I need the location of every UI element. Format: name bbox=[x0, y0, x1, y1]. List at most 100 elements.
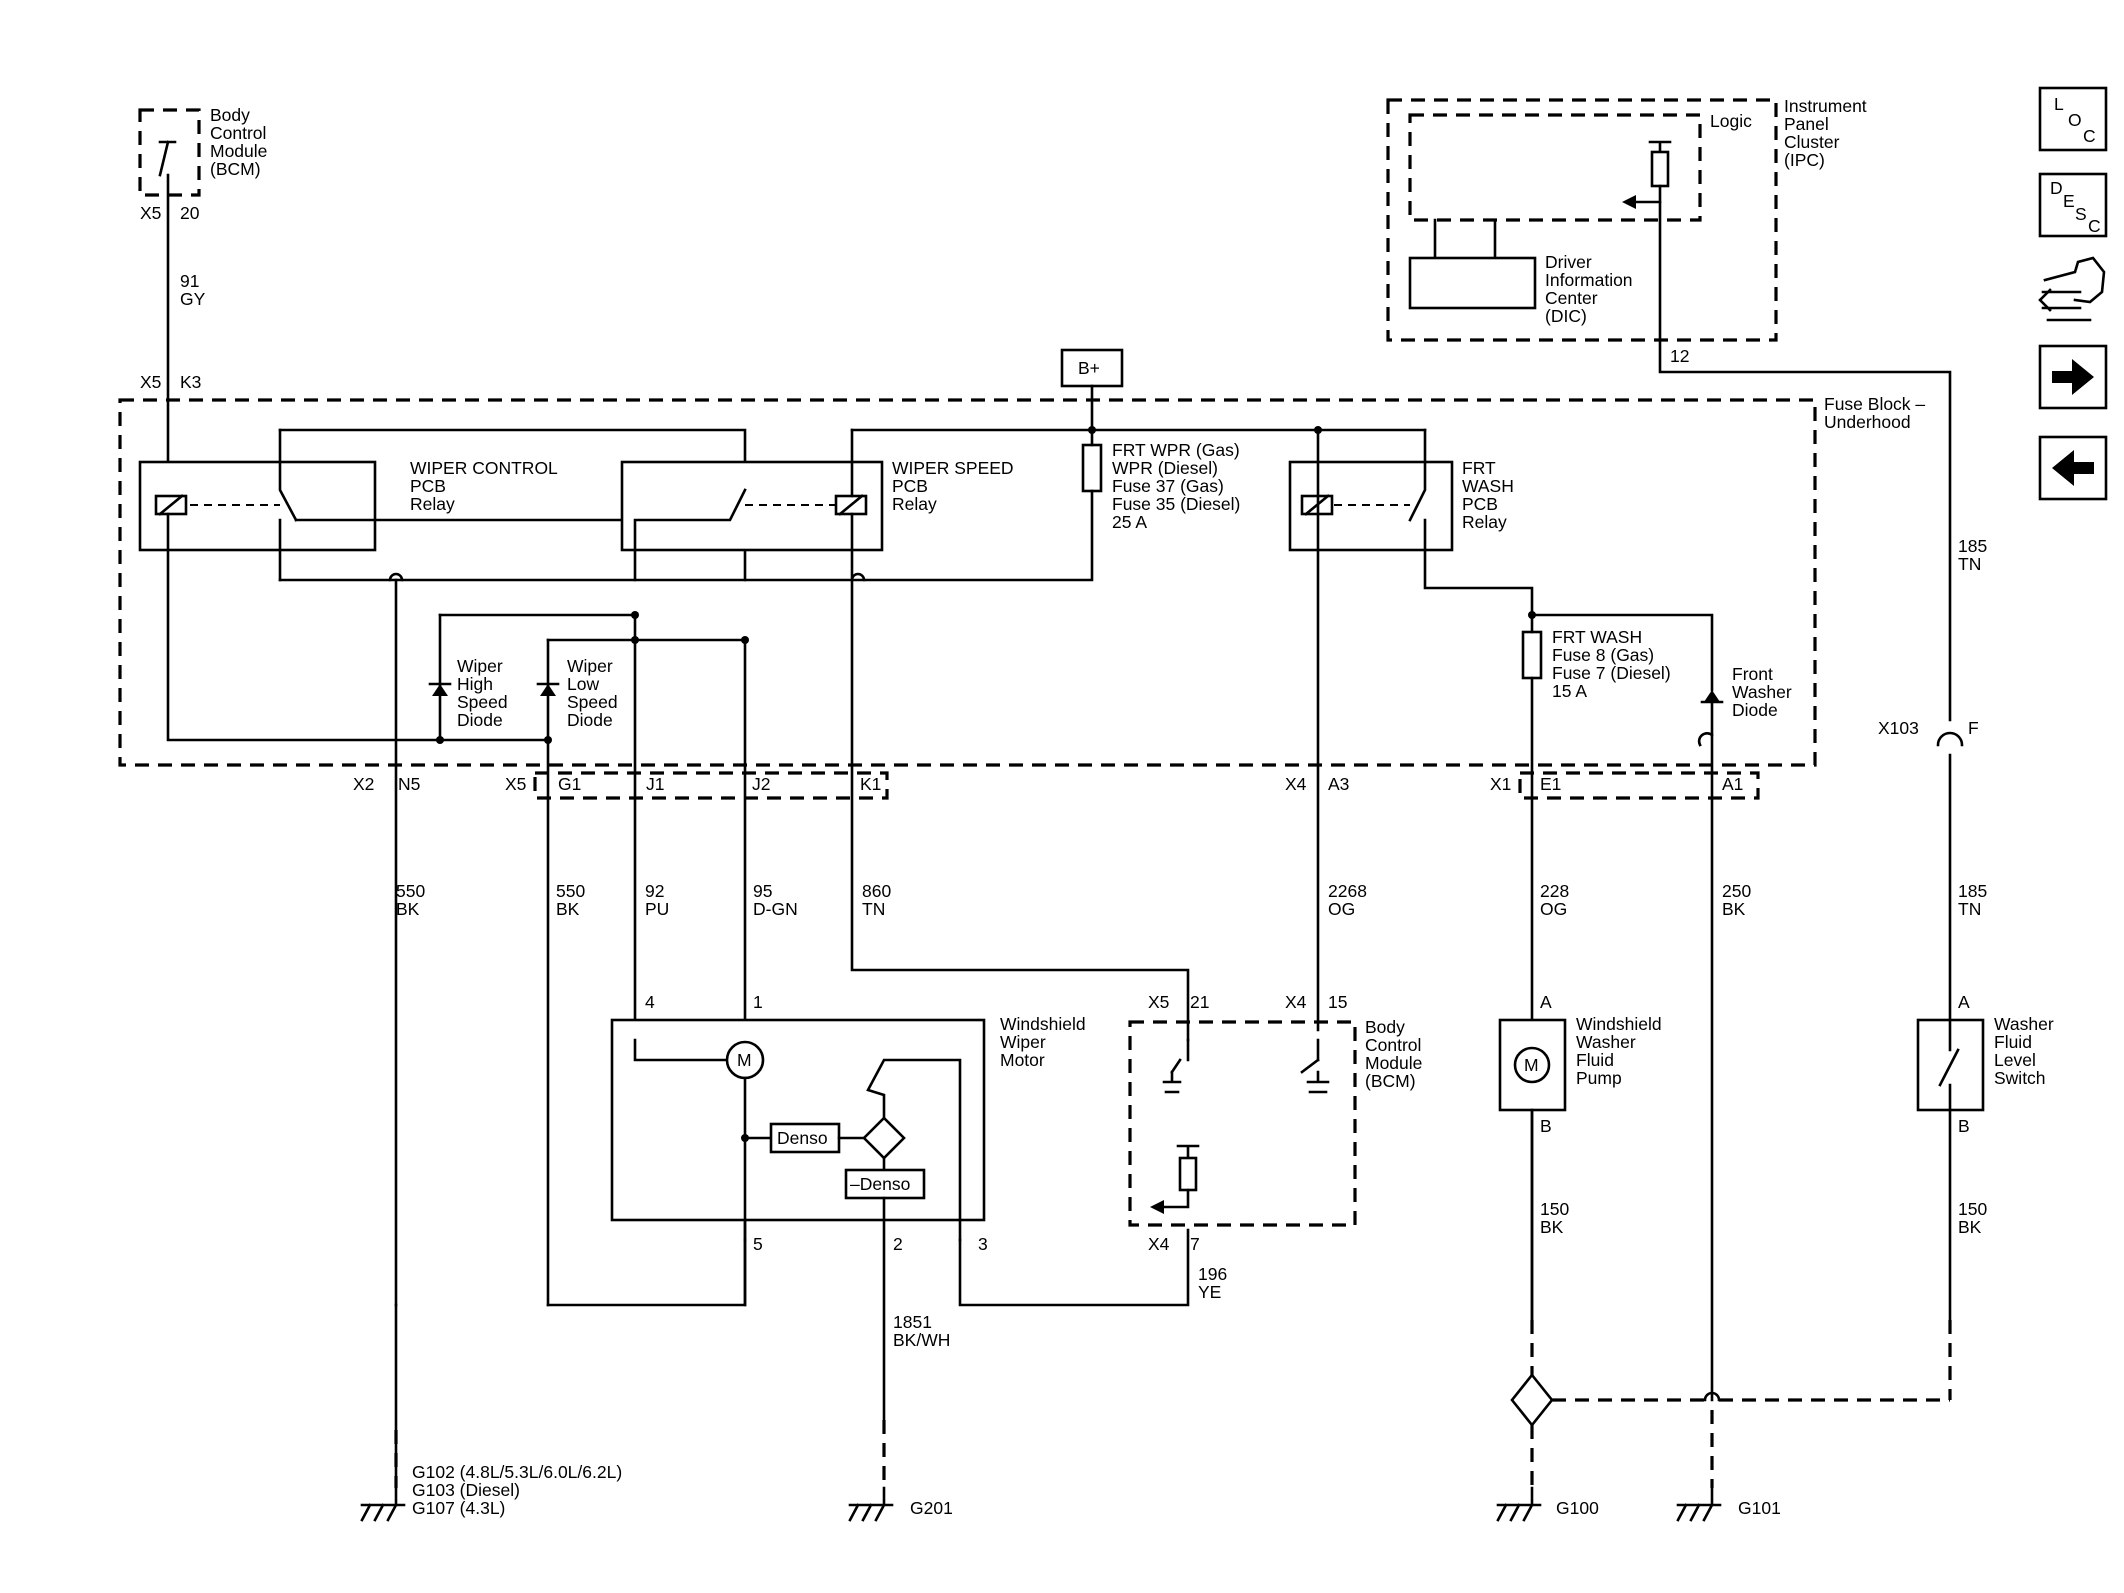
diagram-label: PCB bbox=[1462, 494, 1498, 514]
diagram-label: Level bbox=[1994, 1050, 2036, 1070]
diagram-label: E1 bbox=[1540, 774, 1561, 794]
diagram-label: Pump bbox=[1576, 1068, 1622, 1088]
wire-label: YE bbox=[1198, 1282, 1221, 1302]
diagram-label: G102 (4.8L/5.3L/6.0L/6.2L) bbox=[412, 1462, 622, 1482]
diagram-label: 228 bbox=[1540, 881, 1569, 901]
diagram-label: 20 bbox=[180, 203, 200, 223]
diagram-label: 860 bbox=[862, 881, 891, 901]
diagram-label: 91 bbox=[180, 271, 199, 291]
ground-g201: G201 bbox=[848, 1420, 953, 1522]
diagram-label: 21 bbox=[1190, 992, 1209, 1012]
diagram-label: D bbox=[2050, 178, 2063, 198]
wire-labels: 550 BK 550 BK 92 PU 95 D-GN 860 TN 2268 … bbox=[396, 881, 1987, 919]
ground-g101: G101 bbox=[1676, 1410, 1781, 1522]
diagram-label: (IPC) bbox=[1784, 150, 1825, 170]
high-speed-diode: Wiper High Speed Diode bbox=[428, 656, 508, 730]
diagram-label: Center bbox=[1545, 288, 1598, 308]
diagram-label: Information bbox=[1545, 270, 1633, 290]
diagram-label: E bbox=[2063, 191, 2075, 211]
diagram-label: G1 bbox=[558, 774, 581, 794]
diagram-label: Fuse 8 (Gas) bbox=[1552, 645, 1654, 665]
diagram-label: Relay bbox=[892, 494, 937, 514]
diagram-label: 12 bbox=[1670, 346, 1689, 366]
diagram-label: 3 bbox=[978, 1234, 988, 1254]
diagram-label: G201 bbox=[910, 1498, 953, 1518]
diagram-label: 250 bbox=[1722, 881, 1751, 901]
diagram-label: O bbox=[2068, 110, 2082, 130]
diagram-label: FRT WASH bbox=[1552, 627, 1642, 647]
diagram-label: G107 (4.3L) bbox=[412, 1498, 505, 1518]
frt-wash-relay: FRT WASH PCB Relay bbox=[1288, 426, 1534, 617]
diagram-label: Underhood bbox=[1824, 412, 1911, 432]
diagram-label: (BCM) bbox=[210, 159, 261, 179]
diagram-label: X103 bbox=[1878, 718, 1919, 738]
previous-arrow-icon[interactable] bbox=[2038, 435, 2108, 501]
ground-g100: G100 bbox=[1496, 1425, 1599, 1522]
diagram-label: X5 bbox=[505, 774, 526, 794]
diagram-label: PCB bbox=[892, 476, 928, 496]
diagram-label: Body bbox=[1365, 1017, 1405, 1037]
diagram-label: Relay bbox=[410, 494, 455, 514]
diagram-label: Panel bbox=[1784, 114, 1829, 134]
wire-label: BK/WH bbox=[893, 1330, 950, 1350]
diagram-label: Fluid bbox=[1994, 1032, 2032, 1052]
diagram-label: Speed bbox=[567, 692, 618, 712]
location-button[interactable]: L O C bbox=[2038, 86, 2108, 152]
diagram-label: J1 bbox=[646, 774, 664, 794]
diagram-label: 550 bbox=[396, 881, 425, 901]
windshield-wiper-motor: 4 1 Windshield Wiper Motor M Denso –Dens… bbox=[610, 992, 1086, 1422]
diagram-label: J2 bbox=[752, 774, 770, 794]
diagram-label: 15 A bbox=[1552, 681, 1587, 701]
diagram-label: Motor bbox=[1000, 1050, 1045, 1070]
diagram-label: 5 bbox=[753, 1234, 763, 1254]
diagram-label: Switch bbox=[1994, 1068, 2046, 1088]
diagram-label: Diode bbox=[1732, 700, 1778, 720]
diagram-label: F bbox=[1968, 718, 1979, 738]
connector-tool-icon[interactable] bbox=[2038, 256, 2106, 322]
bcm-top-module: Body Control Module (BCM) X5 20 91 GY bbox=[138, 105, 267, 309]
diagram-label: Logic bbox=[1710, 111, 1752, 131]
diagram-label: Low bbox=[567, 674, 599, 694]
next-arrow-icon[interactable] bbox=[2038, 344, 2108, 410]
diagram-label: Control bbox=[210, 123, 266, 143]
wiper-control-relay: WIPER CONTROL PCB Relay bbox=[138, 428, 558, 582]
diagram-label: High bbox=[457, 674, 493, 694]
diagram-label: OG bbox=[1540, 899, 1567, 919]
diagram-label: K3 bbox=[180, 372, 201, 392]
diagram-label: Fuse 35 (Diesel) bbox=[1112, 494, 1240, 514]
diagram-label: N5 bbox=[398, 774, 420, 794]
instrument-panel-cluster: Logic Instrument Panel Cluster (IPC) Dri… bbox=[1386, 96, 1952, 722]
diagram-label: BK bbox=[556, 899, 580, 919]
diagram-label: B bbox=[1540, 1116, 1552, 1136]
diagram-label: (DIC) bbox=[1545, 306, 1587, 326]
diagram-label: Diode bbox=[457, 710, 503, 730]
diagram-label: Windshield bbox=[1576, 1014, 1662, 1034]
wire-label: BK bbox=[1540, 1217, 1564, 1237]
diagram-label: 15 bbox=[1328, 992, 1347, 1012]
diagram-label: PCB bbox=[410, 476, 446, 496]
diagram-label: 25 A bbox=[1112, 512, 1147, 532]
diagram-label: B bbox=[1958, 1116, 1970, 1136]
diagram-label: Wiper bbox=[457, 656, 503, 676]
diagram-label: C bbox=[2088, 216, 2101, 236]
connector-labels: X2 N5 X5 G1 J1 J2 K1 X4 A3 X1 E1 A1 bbox=[353, 771, 1760, 800]
diagram-label: PU bbox=[645, 899, 669, 919]
diagram-label: A bbox=[1540, 992, 1552, 1012]
diagram-label: Diode bbox=[567, 710, 613, 730]
low-speed-diode: Wiper Low Speed Diode bbox=[536, 656, 618, 730]
diagram-label: Wiper bbox=[1000, 1032, 1046, 1052]
diagram-label: A3 bbox=[1328, 774, 1349, 794]
diagram-label: Relay bbox=[1462, 512, 1507, 532]
diagram-label: 95 bbox=[753, 881, 772, 901]
diagram-label: X2 bbox=[353, 774, 374, 794]
diagram-label: FRT WPR (Gas) bbox=[1112, 440, 1240, 460]
description-button[interactable]: D E S C bbox=[2038, 172, 2108, 238]
diagram-label: TN bbox=[862, 899, 885, 919]
wire-label: 196 bbox=[1198, 1264, 1227, 1284]
diagram-label: Fuse Block – bbox=[1824, 394, 1925, 414]
diagram-label: 7 bbox=[1190, 1234, 1200, 1254]
diagram-label: 550 bbox=[556, 881, 585, 901]
diagram-label: GY bbox=[180, 289, 206, 309]
diagram-label: Wiper bbox=[567, 656, 613, 676]
diagram-label: Windshield bbox=[1000, 1014, 1086, 1034]
